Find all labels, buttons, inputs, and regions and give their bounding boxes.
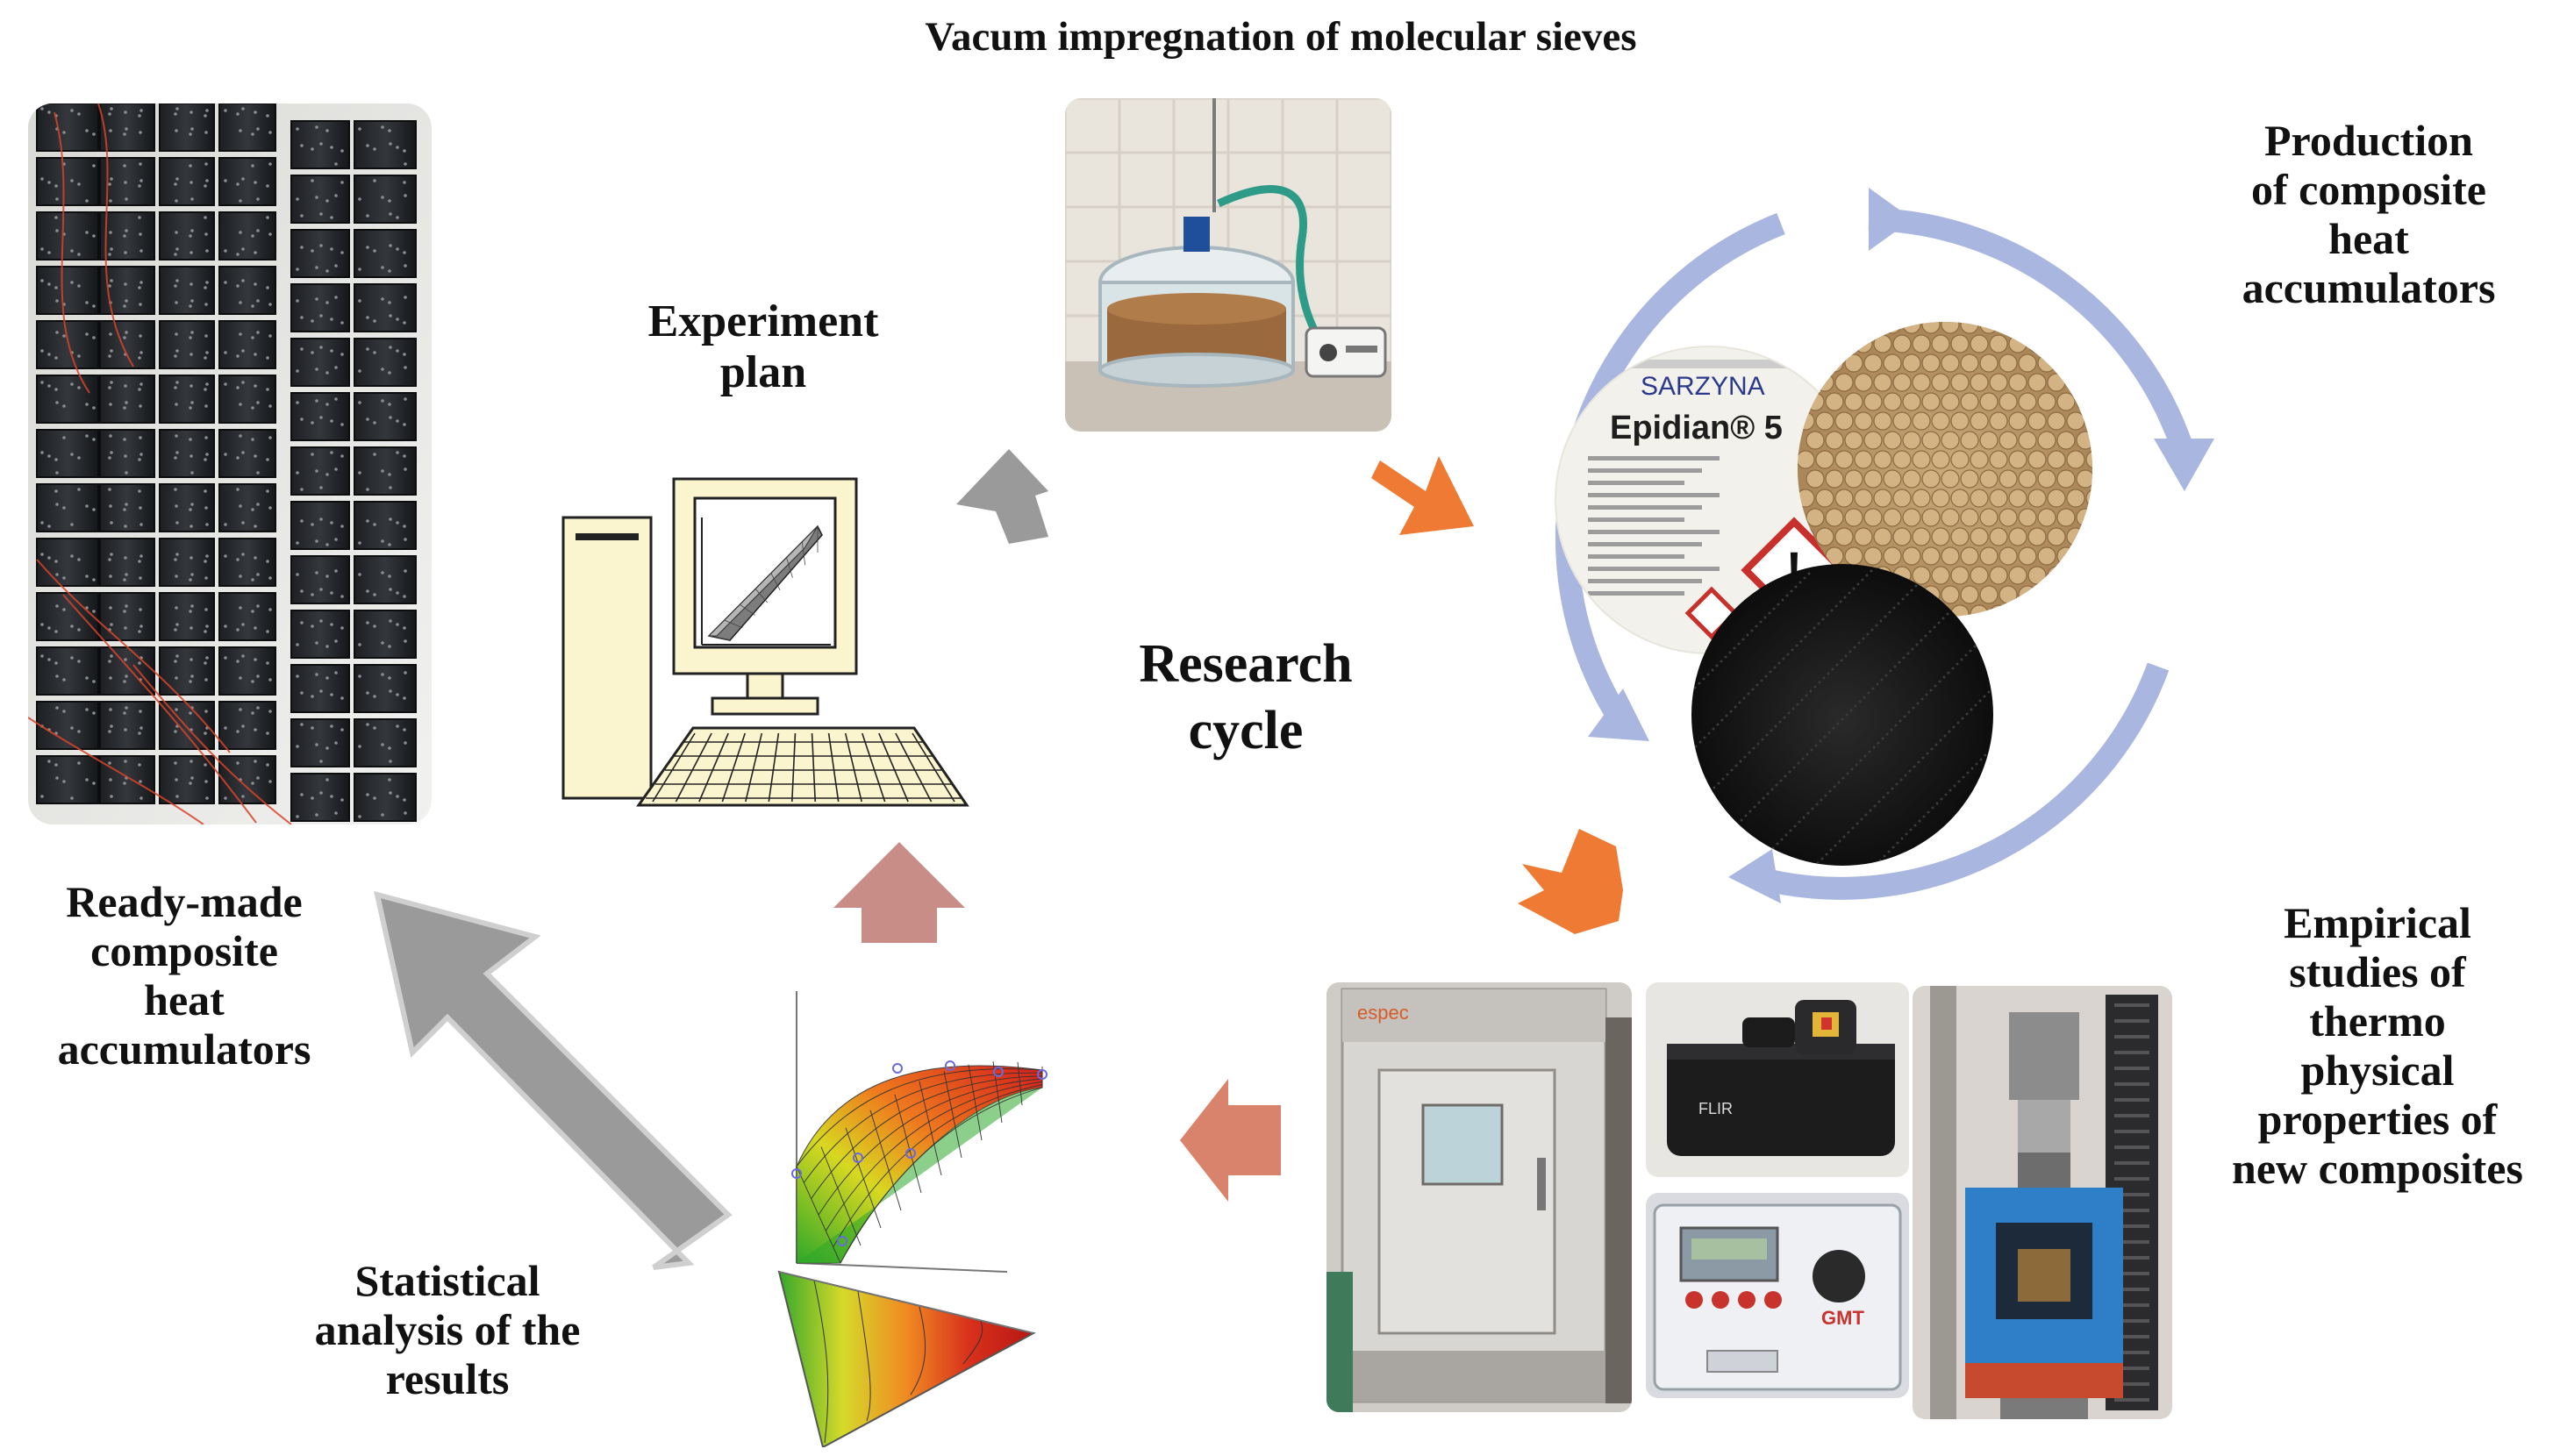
arrow-production-to-empirical [1518, 829, 1623, 934]
label-statistical-line1: Statistical [354, 1256, 540, 1305]
photo-composite-blocks [28, 103, 432, 824]
epidian-label-text: Epidian® 5 [1610, 410, 1783, 446]
label-experiment-plan: Experiment plan [605, 296, 921, 398]
arrow-statistical-to-ready [373, 890, 733, 1270]
label-statistical-line3: results [385, 1354, 510, 1403]
label-vacuum-impregnation: Vacum impregnation of molecular sieves [790, 14, 1772, 61]
label-empirical-line4: physical [2300, 1046, 2455, 1095]
photo-thermal-camera-case: FLIR [1646, 982, 1909, 1177]
label-ready-line2: composite [90, 926, 278, 975]
production-cycle-visual: ! SARZYNA Epidian® 5 [1491, 175, 2246, 930]
label-production-line4: accumulators [2242, 263, 2496, 312]
label-experiment-line1: Experiment [647, 296, 879, 346]
label-experiment-line2: plan [719, 347, 807, 398]
label-empirical-line2: studies of [2289, 947, 2466, 996]
label-empirical-line3: thermo [2309, 996, 2446, 1046]
arrow-empirical-to-statistical [1180, 1079, 1281, 1202]
label-statistical-line2: analysis of the [314, 1305, 581, 1354]
chamber-brand-text: espec [1357, 1002, 1409, 1024]
label-production-line3: heat [2328, 214, 2409, 263]
arrow-statistical-to-plan [833, 842, 965, 943]
label-empirical-line5: properties of [2257, 1095, 2498, 1144]
response-surface-plot [744, 974, 1139, 1456]
label-ready-line3: heat [144, 975, 225, 1024]
cycle-ring-arrowheads [1588, 188, 2214, 903]
label-empirical-studies: Empirical studies of thermo physical pro… [2193, 898, 2562, 1193]
center-label-line1: Research [1139, 634, 1353, 694]
arrow-vacuum-to-production [1371, 456, 1474, 535]
label-research-cycle: Research cycle [1070, 632, 1421, 764]
label-ready-made: Ready-made composite heat accumulators [18, 877, 351, 1074]
label-ready-line1: Ready-made [66, 877, 303, 926]
arrow-plan-to-vacuum [956, 449, 1048, 544]
photo-climate-chamber: espec [1326, 982, 1632, 1412]
sarzyna-logo-text: SARZYNA [1641, 372, 1765, 401]
photo-data-logger: GMT [1646, 1193, 1909, 1398]
label-empirical-line6: new composites [2232, 1144, 2523, 1193]
photo-testing-machine [1913, 986, 2172, 1419]
label-statistical-analysis: Statistical analysis of the results [263, 1256, 632, 1403]
label-production-line1: Production [2264, 116, 2473, 165]
label-production-line2: of composite [2251, 165, 2486, 214]
label-ready-line4: accumulators [57, 1024, 311, 1074]
gmt-logo-text: GMT [1821, 1307, 1864, 1329]
label-vacuum-line1: Vacum impregnation of molecular sieves [925, 14, 1637, 60]
label-production: Production of composite heat accumulator… [2193, 116, 2544, 312]
computer-illustration [554, 465, 976, 824]
flir-logo-text: FLIR [1698, 1100, 1733, 1117]
label-empirical-line1: Empirical [2284, 898, 2471, 947]
photo-vacuum-impregnation [1065, 98, 1391, 432]
center-label-line2: cycle [1188, 700, 1304, 760]
